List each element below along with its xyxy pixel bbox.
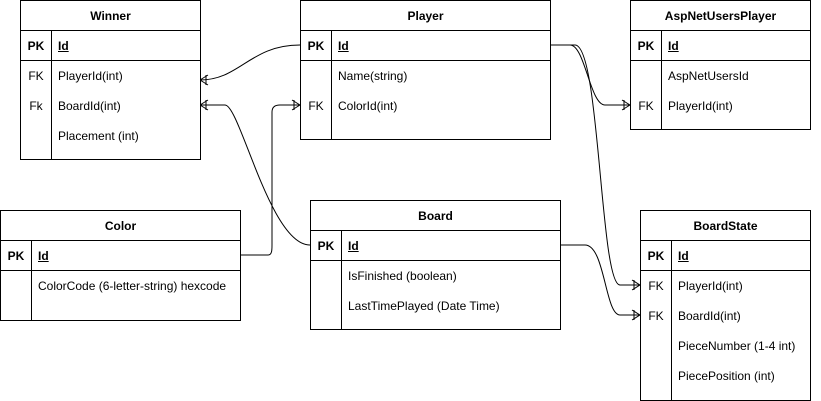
entity-row: PiecePosition (int) [641, 361, 810, 391]
entity-aspnetusersplayer[interactable]: AspNetUsersPlayer PK Id AspNetUsersId FK… [630, 0, 811, 130]
field-name: Id [668, 39, 679, 53]
key-label: PK [307, 39, 325, 53]
entity-row: Fk BoardId(int) [21, 91, 200, 121]
key-label: Fk [29, 99, 43, 113]
column-divider [661, 31, 662, 129]
entity-row: Name(string) [301, 61, 550, 91]
entity-row: PK Id [631, 31, 810, 61]
field-name: Name(string) [338, 69, 408, 83]
crowfoot-winner-board [199, 99, 209, 111]
field-name: PieceNumber (1-4 int) [678, 339, 796, 353]
entity-title: BoardState [641, 211, 810, 241]
entity-row: ColorCode (6-letter-string) hexcode [1, 271, 240, 301]
column-divider [671, 241, 672, 400]
entity-row: LastTimePlayed (Date Time) [311, 291, 560, 321]
connector-board-boardstate [560, 244, 640, 316]
entity-row: FK PlayerId(int) [641, 271, 810, 301]
crowfoot-winner-player [199, 74, 209, 86]
key-label: PK [647, 249, 665, 263]
field-name: BoardId(int) [58, 99, 121, 113]
entity-color[interactable]: Color PK Id ColorCode (6-letter-string) … [0, 210, 241, 321]
field-name: ColorId(int) [338, 99, 398, 113]
entity-title: Winner [21, 1, 200, 31]
key-label: FK [648, 279, 664, 293]
key-label: FK [648, 309, 664, 323]
entity-row: AspNetUsersId [631, 61, 810, 91]
field-name: BoardId(int) [678, 309, 741, 323]
entity-row: PK Id [641, 241, 810, 271]
field-name: Id [38, 249, 49, 263]
key-label: FK [28, 69, 44, 83]
field-name: AspNetUsersId [668, 69, 749, 83]
entity-boardstate[interactable]: BoardState PK Id FK PlayerId(int) FK Boa… [640, 210, 811, 401]
field-name: Id [58, 39, 69, 53]
field-name: Id [348, 239, 359, 253]
field-name: LastTimePlayed (Date Time) [348, 299, 500, 313]
field-name: IsFinished (boolean) [348, 269, 457, 283]
entity-row: PieceNumber (1-4 int) [641, 331, 810, 361]
entity-player[interactable]: Player PK Id Name(string) FK ColorId(int… [300, 0, 551, 140]
field-name: PiecePosition (int) [678, 369, 775, 383]
field-name: Id [678, 249, 689, 263]
field-name: PlayerId(int) [668, 99, 733, 113]
field-name: PlayerId(int) [58, 69, 123, 83]
key-label: PK [317, 239, 335, 253]
entity-row: IsFinished (boolean) [311, 261, 560, 291]
field-name: ColorCode (6-letter-string) hexcode [38, 279, 227, 293]
connector-winner-player [199, 44, 301, 81]
column-divider [31, 241, 32, 320]
entity-row: Placement (int) [21, 121, 200, 151]
connector-player-aspnetusers [550, 44, 630, 106]
crowfoot-player-colorid [291, 99, 301, 111]
entity-row: FK BoardId(int) [641, 301, 810, 331]
column-divider [341, 231, 342, 329]
entity-row: FK ColorId(int) [301, 91, 550, 121]
entity-row: PK Id [311, 231, 560, 261]
key-label: PK [637, 39, 655, 53]
entity-row: PK Id [1, 241, 240, 271]
crowfoot-aspnetusers-playerid [621, 99, 631, 111]
connector-player-boardstate [550, 44, 640, 286]
key-label: PK [7, 249, 25, 263]
entity-board[interactable]: Board PK Id IsFinished (boolean) LastTim… [310, 200, 561, 330]
column-divider [331, 31, 332, 139]
entity-row: PK Id [21, 31, 200, 61]
field-name: Id [338, 39, 349, 53]
entity-row: PK Id [301, 31, 550, 61]
connector-color-player [240, 104, 300, 256]
crowfoot-boardstate-boardid [631, 309, 641, 321]
entity-title: Player [301, 1, 550, 31]
entity-winner[interactable]: Winner PK Id FK PlayerId(int) Fk BoardId… [20, 0, 201, 160]
crowfoot-boardstate-playerid [631, 279, 641, 291]
entity-row: FK PlayerId(int) [631, 91, 810, 121]
key-label: PK [27, 39, 45, 53]
entity-row: FK PlayerId(int) [21, 61, 200, 91]
key-label: FK [638, 99, 654, 113]
field-name: PlayerId(int) [678, 279, 743, 293]
entity-title: Color [1, 211, 240, 241]
entity-title: AspNetUsersPlayer [631, 1, 810, 31]
column-divider [51, 31, 52, 159]
key-label: FK [308, 99, 324, 113]
connector-winner-board [200, 104, 311, 246]
field-name: Placement (int) [58, 129, 139, 143]
entity-title: Board [311, 201, 560, 231]
